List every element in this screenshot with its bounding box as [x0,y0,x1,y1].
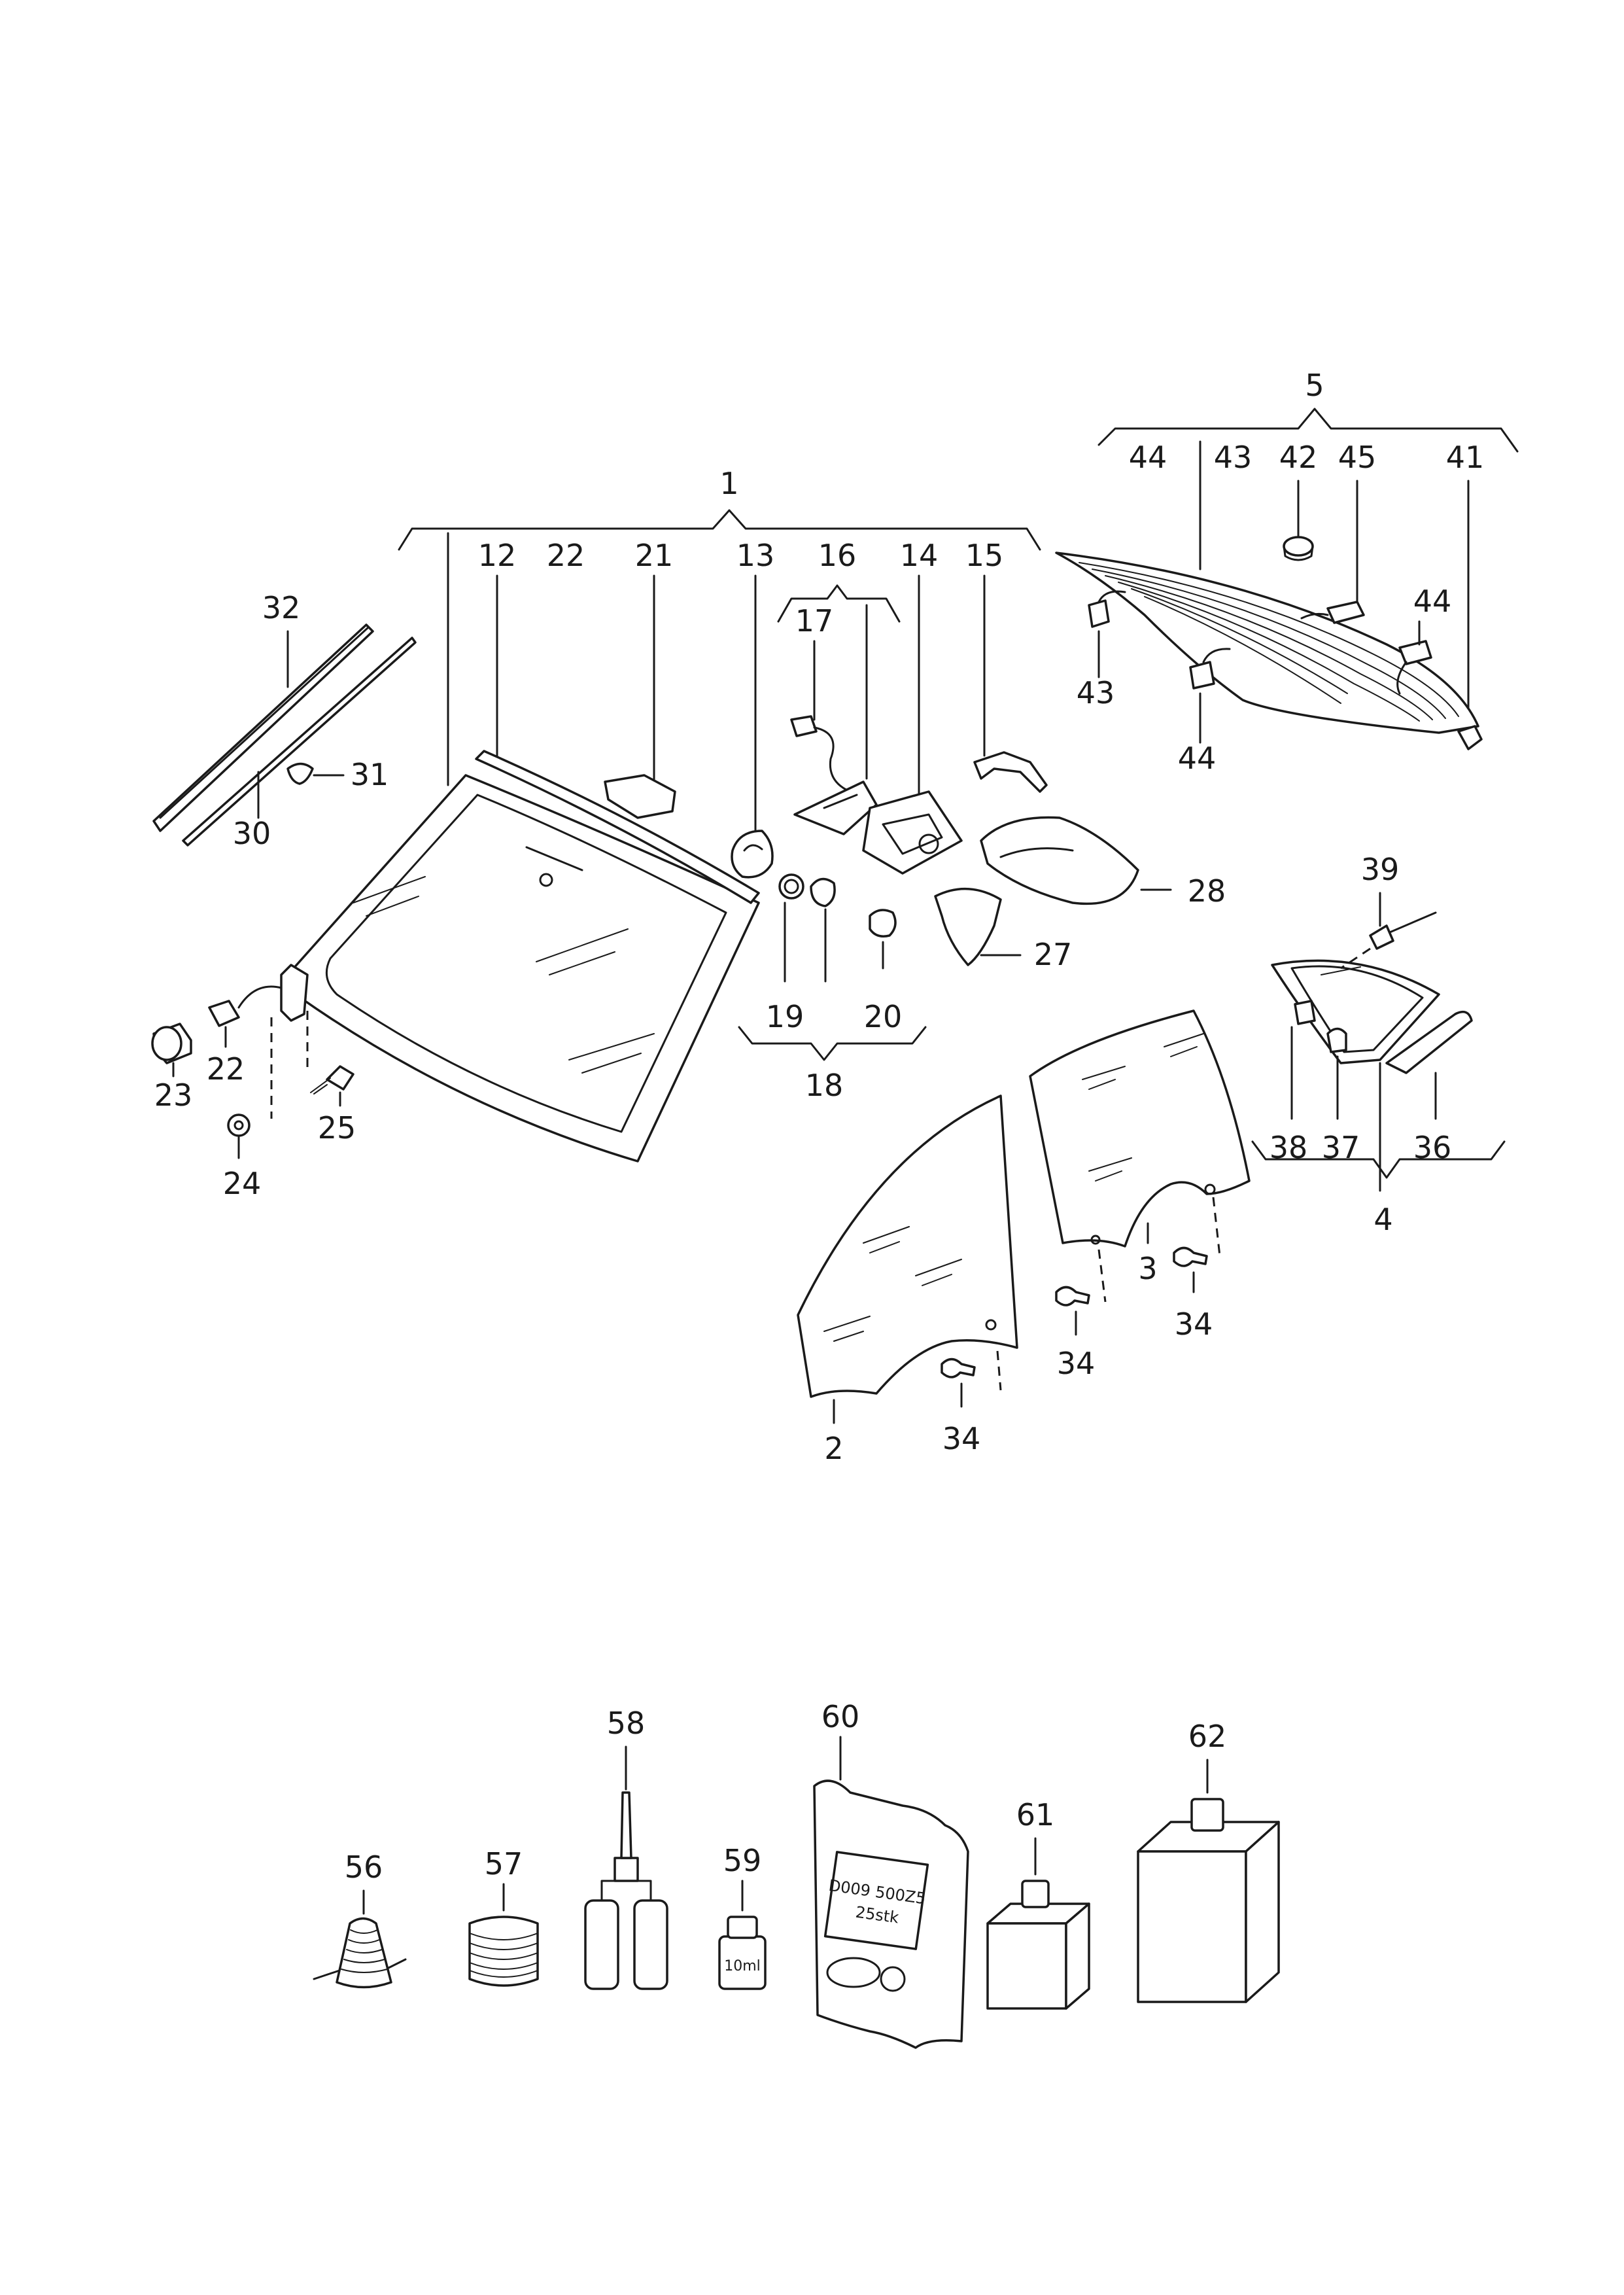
callout-60: 60 [821,1699,860,1734]
callout-27: 27 [1034,937,1073,972]
callout-59: 59 [723,1843,762,1878]
callout-57: 57 [485,1846,523,1882]
callout-62: 62 [1188,1719,1227,1754]
callout-17: 17 [795,603,834,639]
group-1-callouts: 12 22 21 13 16 14 15 [478,538,1004,573]
callout-44-top: 44 [1129,440,1167,475]
callout-5: 5 [1305,368,1324,403]
consumable-56: 56 [313,1849,407,1989]
callout-20: 20 [864,999,903,1034]
callout-22: 22 [207,1051,245,1087]
screws-34 [941,1246,1208,1408]
rear-window [1055,536,1483,750]
group-5-brace: 5 [1097,368,1519,453]
callout-56: 56 [345,1849,383,1885]
callout-31: 31 [351,757,389,792]
consumable-62: 62 [1137,1719,1280,2003]
consumable-59: 10ml 59 [718,1843,767,1990]
consumable-57: 57 [468,1846,539,1987]
callout-19: 19 [766,999,804,1034]
callout-2: 2 [824,1431,843,1466]
callout-18: 18 [805,1068,844,1103]
clip-24: 24 [223,1113,262,1201]
callout-37: 37 [1322,1130,1360,1165]
windscreen [270,750,760,1163]
group-1-brace: 1 [398,466,1041,551]
callout-41: 41 [1446,440,1485,475]
callout-16: 16 [818,538,857,573]
bottle-label: 10ml [724,1958,761,1974]
callout-15: 15 [965,538,1004,573]
callout-1: 1 [719,466,738,501]
callout-61: 61 [1016,1797,1055,1832]
callout-39: 39 [1361,852,1400,887]
callout-4: 4 [1373,1202,1392,1237]
callout-25: 25 [318,1110,356,1146]
callout-36: 36 [1413,1130,1452,1165]
callout-22-top: 22 [547,538,585,573]
callout-58: 58 [607,1706,646,1741]
callout-34-right: 34 [1175,1306,1213,1342]
callout-21: 21 [635,538,674,573]
callout-24: 24 [223,1166,262,1201]
callout-34-mid: 34 [1057,1346,1096,1381]
connector-plug: 22 23 [151,985,283,1113]
callout-42: 42 [1279,440,1318,475]
callout-38: 38 [1270,1130,1308,1165]
callout-23: 23 [154,1077,193,1113]
door-glass-rear [1029,1009,1251,1303]
quarter-window [1251,892,1506,1192]
callout-12: 12 [478,538,517,573]
mirror-mount-parts [731,715,1172,1061]
consumable-58: 58 [584,1706,668,1990]
door-glass-front [797,1095,1018,1424]
callout-14: 14 [900,538,939,573]
screw-25: 25 [310,1065,356,1146]
callout-28: 28 [1188,873,1226,909]
callout-34-left: 34 [942,1421,981,1456]
callout-30: 30 [233,816,271,851]
callout-13: 13 [736,538,775,573]
callout-43-top: 43 [1214,440,1253,475]
callout-44-bottom: 44 [1178,741,1217,776]
callout-44-right: 44 [1413,584,1452,619]
callout-32: 32 [262,590,301,625]
callout-45: 45 [1338,440,1377,475]
wiper-strips: 32 30 31 [152,590,417,851]
consumable-60: D009 500Z5 25stk 60 [813,1699,969,2049]
callout-3: 3 [1138,1251,1157,1286]
consumable-61: 61 [986,1797,1090,2010]
callout-43-bottom: 43 [1077,675,1115,710]
